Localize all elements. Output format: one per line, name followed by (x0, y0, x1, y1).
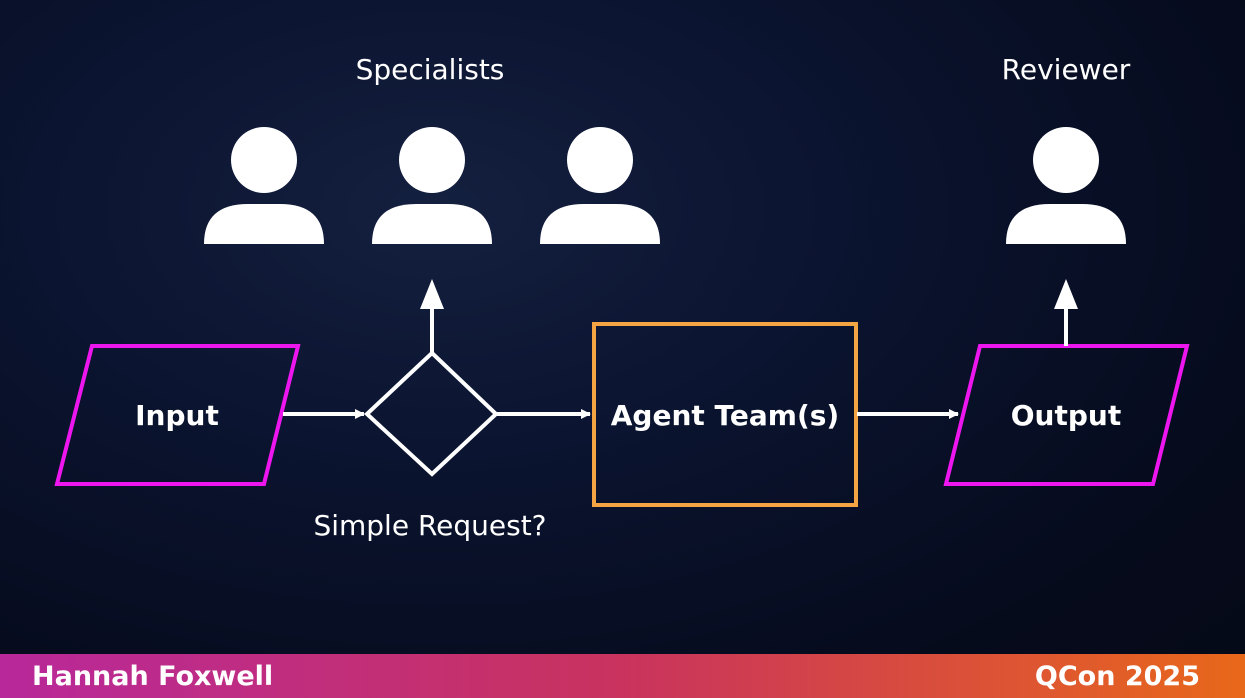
arrow-decision-to-specialists (420, 279, 444, 353)
decision-label: Simple Request? (313, 509, 546, 542)
decision-diamond (364, 350, 499, 477)
output-label: Output (1011, 399, 1121, 432)
input-label: Input (135, 399, 219, 432)
specialist-person-icon-1 (204, 127, 324, 244)
agent-team-label: Agent Team(s) (611, 399, 839, 432)
specialist-person-icon-3 (540, 127, 660, 244)
reviewer-label: Reviewer (1002, 53, 1131, 86)
arrow-output-to-reviewer (1054, 279, 1078, 346)
event-name: QCon 2025 (1034, 661, 1200, 692)
footer-bar: Hannah Foxwell QCon 2025 (0, 654, 1245, 698)
input-node (54, 344, 301, 486)
specialist-person-icon-2 (372, 127, 492, 244)
specialists-label: Specialists (356, 53, 505, 86)
agent-team-node (592, 322, 858, 507)
reviewer-person-icon (1006, 127, 1126, 244)
output-node (943, 344, 1190, 486)
author-name: Hannah Foxwell (32, 661, 274, 692)
